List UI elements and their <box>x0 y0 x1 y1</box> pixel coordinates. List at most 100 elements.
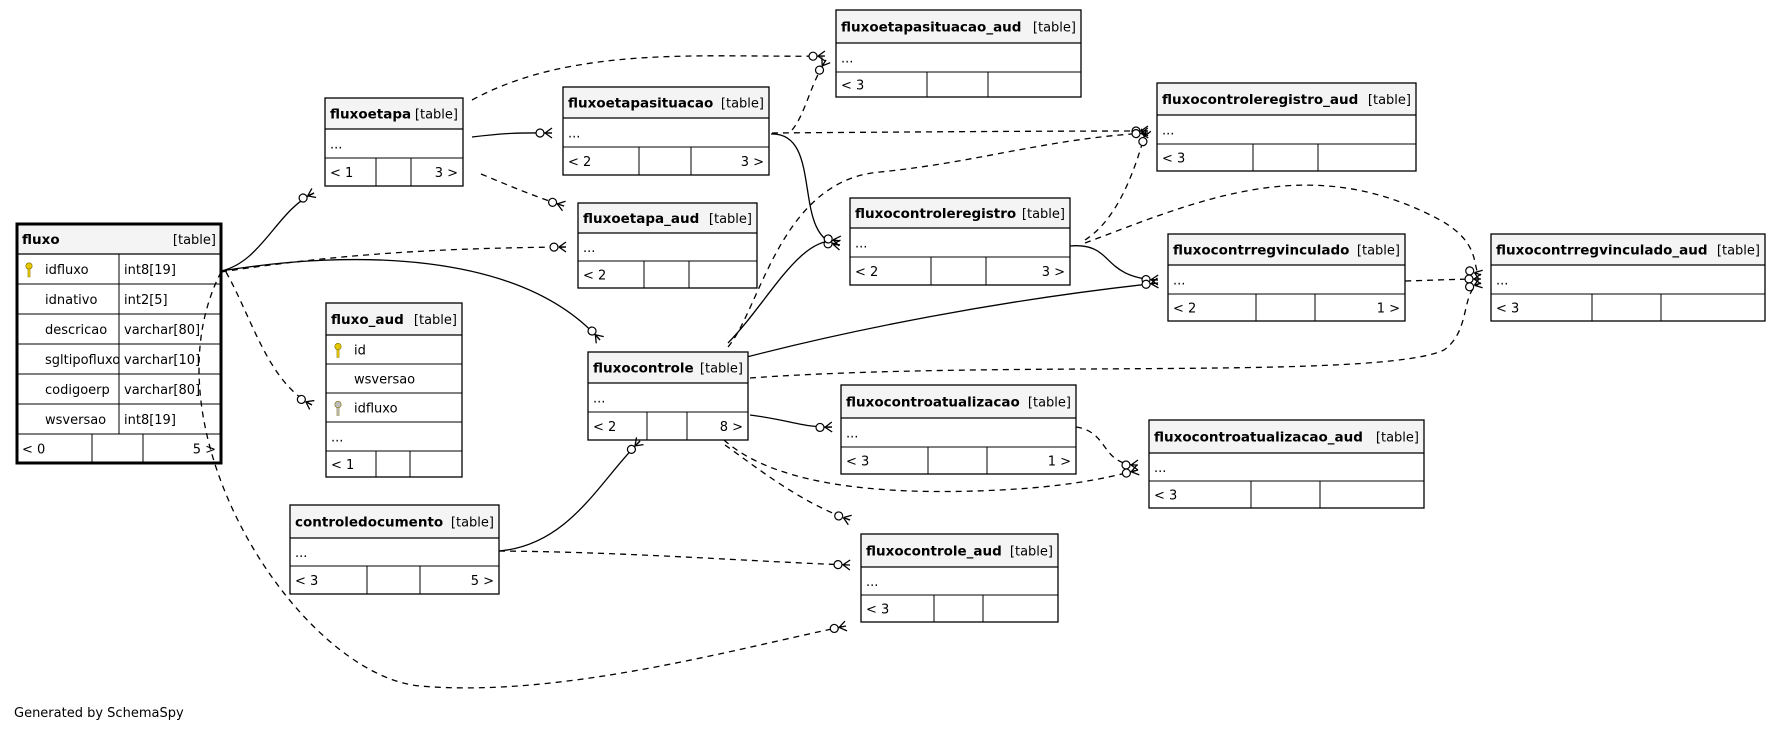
parent-count: < 2 <box>855 265 878 280</box>
relationship-fluxoetapasituacao-to-fluxoetapa <box>471 127 553 139</box>
table-tag: [table] <box>1022 207 1065 222</box>
footer-generated-by: Generated by SchemaSpy <box>14 706 184 721</box>
parent-count: < 0 <box>22 443 45 458</box>
table-tag: [table] <box>709 212 752 227</box>
column-name: descricao <box>45 323 107 338</box>
child-count: 1 > <box>1377 302 1400 317</box>
parent-count: < 2 <box>583 269 606 284</box>
table-tag: [table] <box>414 313 457 328</box>
parent-count: < 1 <box>331 458 354 473</box>
column-name: ... <box>1154 461 1166 476</box>
relationship-fluxocontrregvinculado_aud-to-fluxocontrregvinculado <box>1404 273 1482 285</box>
column-name: ... <box>1173 274 1185 289</box>
child-count: 3 > <box>741 155 764 170</box>
column-name: codigoerp <box>45 383 110 398</box>
column-name: ... <box>568 127 580 142</box>
table-fluxoetapasituacao[interactable]: fluxoetapasituacao [table]... < 2 3 > <box>562 86 770 176</box>
table-fluxoetapasituacao_aud[interactable]: fluxoetapasituacao_aud[table]...< 3 <box>835 9 1082 98</box>
table-title-fluxoetapasituacao_aud: fluxoetapasituacao_aud <box>841 20 1021 36</box>
column-name: idfluxo <box>354 402 398 417</box>
table-fluxocontroatualizacao_aud[interactable]: fluxocontroatualizacao_aud[table]...< 3 <box>1148 419 1425 509</box>
column-type: int8[19] <box>124 413 176 428</box>
table-tag: [table] <box>1376 431 1419 446</box>
column-row: ... <box>1496 274 1508 289</box>
column-name: idnativo <box>45 293 97 308</box>
table-fluxocontrregvinculado_aud[interactable]: fluxocontrregvinculado_aud[table]...< 3 <box>1490 233 1766 322</box>
column-type: varchar[10] <box>124 353 200 368</box>
table-tag: [table] <box>1717 244 1760 259</box>
child-count: 3 > <box>435 166 458 181</box>
relationship-fluxocontrole_aud-to-fluxo <box>198 271 848 689</box>
column-name: ... <box>841 52 853 67</box>
relationship-fluxocontroleregistro-to-fluxocontrole <box>727 234 842 344</box>
table-fluxocontrole_aud[interactable]: fluxocontrole_aud[table]...< 3 <box>860 533 1059 623</box>
table-fluxocontroleregistro_aud[interactable]: fluxocontroleregistro_aud[table]...< 3 <box>1156 82 1417 172</box>
relationship-fluxoetapa_aud-to-fluxo <box>220 241 567 273</box>
table-tag: [table] <box>721 97 764 112</box>
parent-count: < 3 <box>866 603 889 618</box>
column-row: ... <box>326 421 462 446</box>
foreign-key-icon <box>334 400 342 416</box>
table-tag: [table] <box>1357 244 1400 259</box>
table-tag: [table] <box>415 108 458 123</box>
table-fluxoetapa_aud[interactable]: fluxoetapa_aud[table]...< 2 <box>577 202 758 289</box>
child-count: 3 > <box>1042 265 1065 280</box>
table-title-fluxocontroatualizacao: fluxocontroatualizacao <box>846 395 1020 411</box>
table-tag: [table] <box>1033 21 1076 36</box>
column-type: int2[5] <box>124 293 168 308</box>
column-name: sgltipofluxo <box>45 353 120 368</box>
table-title-fluxocontrregvinculado_aud: fluxocontrregvinculado_aud <box>1496 243 1708 259</box>
column-name: wsversao <box>45 413 106 428</box>
column-row: idfluxo <box>326 392 462 417</box>
column-row: ... <box>846 427 858 442</box>
table-title-fluxocontrole: fluxocontrole <box>593 361 694 377</box>
column-name: wsversao <box>354 373 415 388</box>
table-tag: [table] <box>173 233 216 248</box>
table-tag: [table] <box>1010 545 1053 560</box>
table-title-fluxocontrregvinculado: fluxocontrregvinculado <box>1173 243 1349 259</box>
column-row: ... <box>841 52 853 67</box>
relationship-fluxocontrole-to-controledocumento <box>498 437 644 552</box>
column-name: ... <box>295 546 307 561</box>
relationship-fluxo_aud-to-fluxo <box>225 271 315 410</box>
column-row: ... <box>593 392 605 407</box>
relationship-layer <box>198 50 1483 689</box>
table-tag: [table] <box>1028 396 1071 411</box>
relationship-fluxocontrregvinculado_aud-to-fluxocontroleregistro <box>1084 184 1483 281</box>
column-row: ... <box>295 546 307 561</box>
column-row: wsversao <box>326 363 462 388</box>
column-name: idfluxo <box>45 263 89 278</box>
table-title-fluxocontroatualizacao_aud: fluxocontroatualizacao_aud <box>1154 430 1363 446</box>
column-name: ... <box>846 427 858 442</box>
column-row: ... <box>1162 124 1174 139</box>
parent-count: < 2 <box>568 155 591 170</box>
primary-key-icon <box>25 262 33 278</box>
column-name: ... <box>331 431 343 446</box>
child-count: 5 > <box>471 574 494 589</box>
relationship-fluxocontrregvinculado-to-fluxocontrole <box>738 277 1159 360</box>
child-count: 5 > <box>193 443 216 458</box>
table-title-fluxocontrole_aud: fluxocontrole_aud <box>866 544 1002 560</box>
table-title-fluxo: fluxo <box>22 232 60 248</box>
table-title-fluxoetapa: fluxoetapa <box>330 107 411 123</box>
column-row: ... <box>583 241 595 256</box>
column-name: ... <box>1496 274 1508 289</box>
column-type: varchar[80] <box>124 323 200 338</box>
column-name: ... <box>593 392 605 407</box>
table-title-fluxoetapasituacao: fluxoetapasituacao <box>568 96 713 112</box>
relationship-fluxocontrole_aud-to-controledocumento <box>498 550 851 571</box>
relationship-fluxocontroatualizacao-to-fluxocontrole <box>749 414 833 433</box>
relationship-fluxoetapasituacao_aud-to-fluxoetapa <box>471 50 826 101</box>
